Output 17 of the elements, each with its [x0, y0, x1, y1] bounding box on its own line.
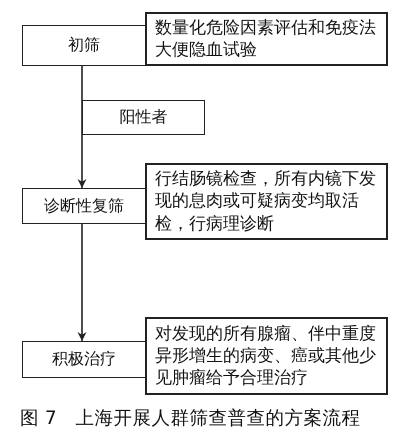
step-label: 诊断性复筛: [44, 196, 124, 216]
description-box: [145, 12, 388, 66]
arrow: [78, 224, 86, 341]
process-box: [22, 188, 146, 224]
process-box: [82, 100, 205, 135]
description-text: 数量化危险因素评估和免疫法大便隐血试验: [155, 16, 377, 62]
description-text: 行结肠镜检查，所有内镜下发现的息肉或可疑病变均取活检，行病理诊断: [155, 168, 377, 235]
description-box: [145, 317, 388, 395]
description-text: 对发现的所有腺瘤、伴中重度异形增生的病变、癌或其他少见肿瘤给予合理治疗: [155, 322, 377, 390]
process-box: [22, 25, 146, 66]
arrow: [78, 66, 86, 188]
step-label: 阳性者: [120, 107, 168, 128]
step-label: 初筛: [68, 35, 100, 56]
step-label: 积极治疗: [52, 349, 116, 370]
description-box: [145, 163, 388, 240]
figure-caption: 图 7 上海开展人群筛查普查的方案流程: [20, 407, 362, 430]
process-box: [22, 341, 146, 378]
